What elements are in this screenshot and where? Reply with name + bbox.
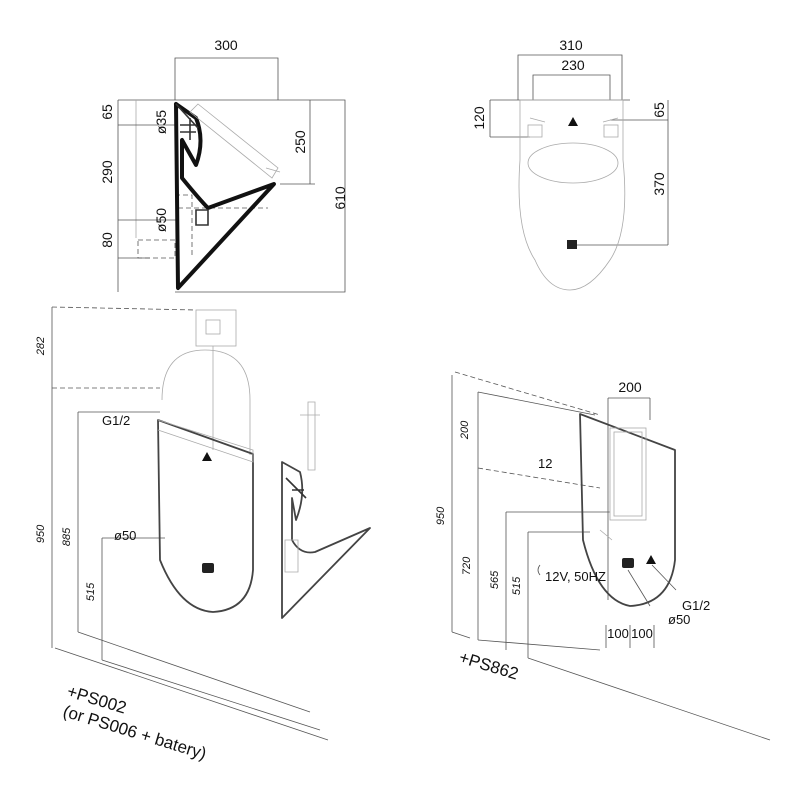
side-urinal-outline <box>174 102 276 290</box>
dim-iso-right-720: 720 <box>461 556 473 575</box>
dim-front-right-top: 65 <box>651 102 667 118</box>
iso-right-view: 200 200 12 950 720 565 515 12V, 50HZ G1/… <box>435 371 771 741</box>
dim-front-left-h: 120 <box>471 106 487 130</box>
dim-front-right-h: 370 <box>651 172 667 196</box>
caption-iso-left-line2: (or PS006 + batery) <box>61 702 209 764</box>
dim-iso-right-gap: 12 <box>538 456 552 471</box>
dim-side-pipe-top: ø35 <box>153 110 169 134</box>
dim-iso-right-off1: 100 <box>607 626 629 641</box>
dim-iso-right-width: 200 <box>618 379 642 395</box>
dim-iso-right-565: 565 <box>489 570 501 589</box>
dim-iso-left-885: 885 <box>61 527 73 546</box>
iso-right-inlet-icon <box>646 555 656 564</box>
dim-side-width: 300 <box>214 37 238 53</box>
dim-side-height: 610 <box>332 186 348 210</box>
iso-left-drain-icon <box>202 563 214 573</box>
label-iso-right-drain: ø50 <box>668 612 690 627</box>
front-view: 310 230 120 65 370 <box>471 37 669 291</box>
dim-side-h-top: 65 <box>99 104 115 120</box>
dim-iso-right-200: 200 <box>459 420 471 440</box>
front-inlet-icon <box>568 117 578 126</box>
label-iso-left-thread: G1/2 <box>102 413 130 428</box>
label-iso-right-thread: G1/2 <box>682 598 710 613</box>
front-urinal-outline <box>518 99 626 291</box>
front-drain-icon <box>567 240 577 249</box>
iso-right-urinal <box>579 413 676 607</box>
dim-iso-left-282: 282 <box>35 337 47 356</box>
dim-iso-right-off2: 100 <box>631 626 653 641</box>
caption-iso-right: +PS862 <box>457 648 521 684</box>
side-view: 300 65 290 80 ø35 ø50 250 610 <box>99 37 348 293</box>
dim-front-inner: 230 <box>561 57 585 73</box>
dim-iso-right-950: 950 <box>435 506 447 525</box>
iso-left-view: 282 950 885 515 G1/2 ø50 +PS002 (or PS00… <box>35 306 371 764</box>
dim-side-h-bottom: 80 <box>99 232 115 248</box>
dim-side-depth: 250 <box>292 130 308 154</box>
dim-side-h-mid: 290 <box>99 160 115 184</box>
iso-right-drain-icon <box>622 558 634 568</box>
dim-iso-left-515: 515 <box>85 582 97 601</box>
label-iso-left-drain: ø50 <box>114 528 136 543</box>
iso-left-urinal <box>157 419 254 613</box>
dim-iso-right-515: 515 <box>511 576 523 595</box>
label-iso-right-power: 12V, 50HZ <box>545 569 606 584</box>
dim-front-outer: 310 <box>559 37 583 53</box>
dim-iso-left-950: 950 <box>35 524 47 543</box>
dim-side-pipe-bottom: ø50 <box>153 208 169 232</box>
iso-left-inlet-icon <box>202 452 212 461</box>
